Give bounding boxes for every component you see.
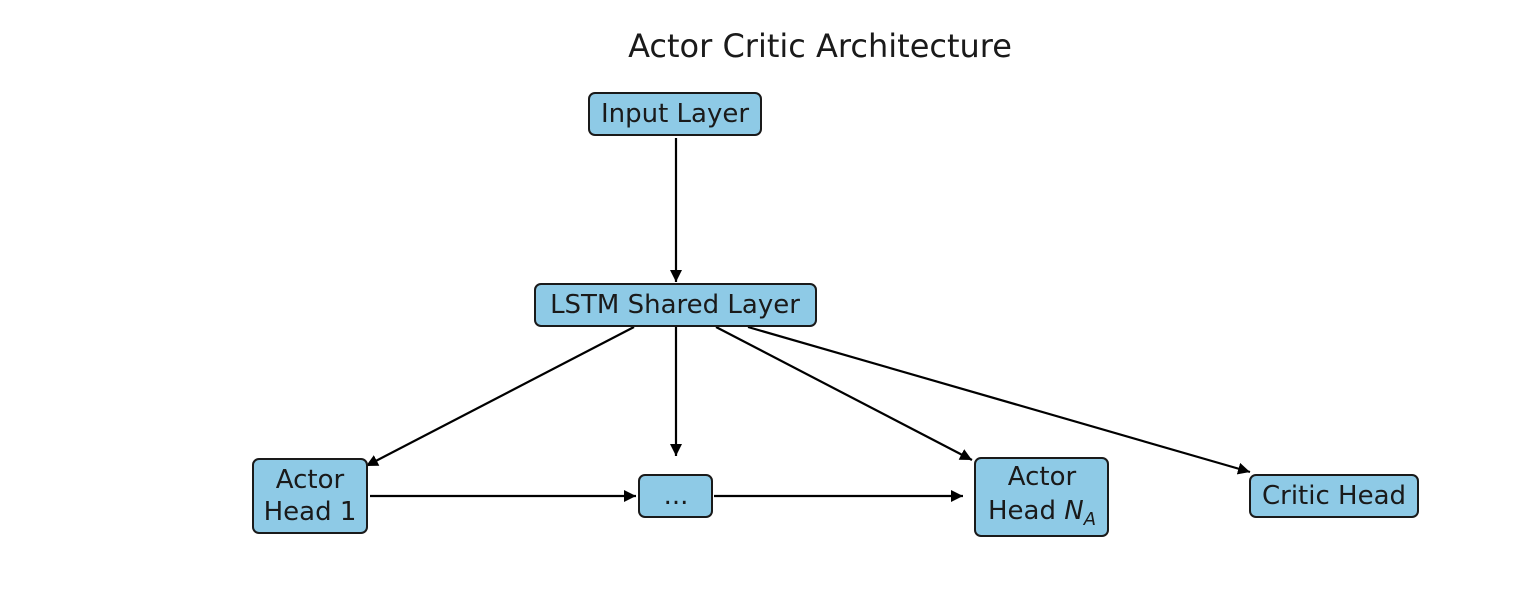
node-actor-head-n-var: N bbox=[1064, 496, 1083, 526]
node-actor-head-n-sub: A bbox=[1083, 509, 1096, 530]
node-actor-head-1: Actor Head 1 bbox=[252, 458, 368, 534]
node-actor-head-1-line1: Actor bbox=[276, 465, 345, 495]
node-input-layer-label: Input Layer bbox=[601, 99, 749, 129]
node-actor-head-n: Actor Head NA bbox=[974, 457, 1109, 537]
node-critic-head: Critic Head bbox=[1249, 474, 1419, 518]
node-ellipsis: ... bbox=[638, 474, 713, 518]
node-actor-head-n-line2: Head NA bbox=[988, 496, 1096, 530]
node-lstm-shared-layer-label: LSTM Shared Layer bbox=[550, 290, 800, 320]
node-actor-head-n-prefix: Head bbox=[988, 496, 1064, 526]
edge-lstm-to-actor-head-1 bbox=[365, 326, 635, 467]
node-ellipsis-label: ... bbox=[664, 481, 689, 511]
edge-lstm-to-critic-head bbox=[747, 325, 1251, 475]
node-critic-head-label: Critic Head bbox=[1262, 481, 1406, 511]
diagram-title: Actor Critic Architecture bbox=[628, 27, 1012, 65]
node-lstm-shared-layer: LSTM Shared Layer bbox=[534, 283, 817, 327]
edge-lstm-to-actor-head-n bbox=[715, 326, 973, 461]
node-input-layer: Input Layer bbox=[588, 92, 762, 136]
node-actor-head-1-line2: Head 1 bbox=[264, 497, 357, 527]
node-actor-head-n-line1: Actor bbox=[1008, 462, 1077, 492]
edges bbox=[365, 138, 1251, 502]
